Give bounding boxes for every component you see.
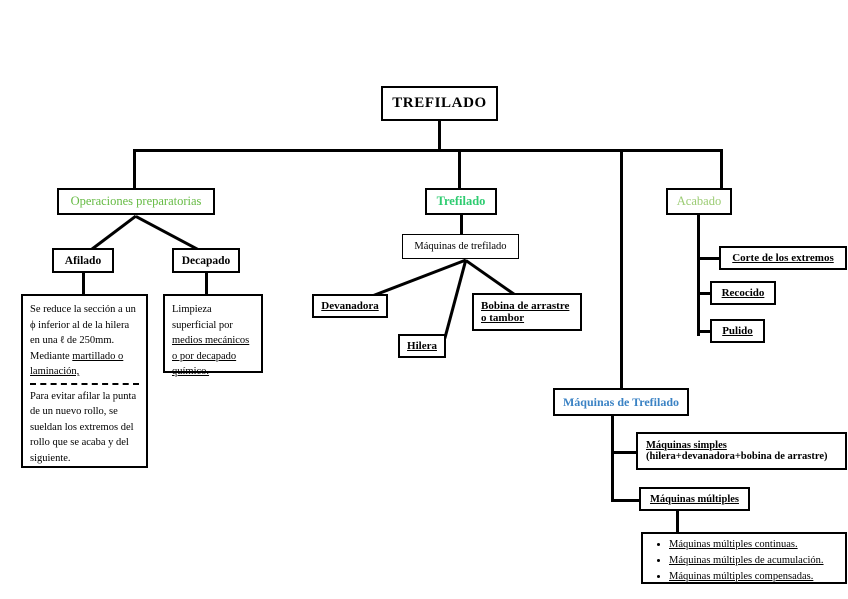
text-decapado-description: Limpieza superficial por medios mecánico…: [163, 294, 263, 377]
node-trefilado-root[interactable]: TREFILADO: [381, 86, 498, 121]
node-recocido-label: Recocido: [721, 287, 765, 299]
node-trefilado-root-label: TREFILADO: [392, 95, 487, 111]
node-hilera-label: Hilera: [407, 340, 437, 352]
node-maquinas-de-trefilado-label: Máquinas de trefilado: [414, 241, 507, 252]
node-devanadora-label: Devanadora: [321, 300, 379, 312]
node-decapado[interactable]: Decapado: [172, 248, 240, 273]
text-afilado-part1: Se reduce la sección a un ϕ inferior al …: [30, 304, 136, 377]
connector-maq-to-simples: [611, 451, 638, 454]
node-afilado[interactable]: Afilado: [52, 248, 114, 273]
node-recocido[interactable]: Recocido: [710, 281, 776, 305]
divider-dashed: [30, 382, 139, 385]
connector-acabado-to-corte: [697, 257, 721, 260]
connector-root-stem: [438, 121, 441, 151]
text-afilado-part2: Para evitar afilar la punta de un nuevo …: [30, 390, 137, 464]
connector-maq-main-spine: [611, 416, 614, 501]
text-afilado-description: Se reduce la sección a un ϕ inferior al …: [21, 294, 148, 468]
node-corte-de-los-extremos[interactable]: Corte de los extremos: [719, 246, 847, 270]
connector-acabado-to-recocido: [697, 292, 711, 295]
node-bobina-de-arrastre[interactable]: Bobina de arrastre o tambor: [472, 293, 582, 331]
node-operaciones-preparatorias[interactable]: Operaciones preparatorias: [57, 188, 215, 215]
node-maquinas-de-trefilado-main[interactable]: Máquinas de Trefilado: [553, 388, 689, 416]
node-bobina-de-arrastre-line2: o tambor: [481, 312, 525, 324]
node-operaciones-preparatorias-label: Operaciones preparatorias: [70, 194, 202, 208]
node-corte-de-los-extremos-label: Corte de los extremos: [732, 252, 834, 264]
connector-drop-maquinas-trefilado: [620, 149, 623, 388]
node-maquinas-simples-line2: (hilera+devanadora+bobina de arrastre): [646, 451, 828, 462]
node-pulido-label: Pulido: [722, 325, 753, 337]
list-item: Máquinas múltiples de acumulación.: [669, 553, 841, 569]
connector-acabado-spine: [697, 215, 700, 336]
connector-decapado-stem: [205, 273, 208, 295]
node-acabado-branch-label: Acabado: [676, 194, 722, 208]
connector-drop-acabado: [720, 149, 723, 188]
node-acabado-branch[interactable]: Acabado: [666, 188, 732, 215]
connector-acabado-to-pulido: [697, 330, 711, 333]
connector-maq-to-hilera: [443, 259, 468, 339]
list-maquinas-multiples: Máquinas múltiples continuas. Máquinas m…: [641, 532, 847, 584]
node-trefilado-branch-label: Trefilado: [436, 194, 486, 208]
connector-multiples-stem: [676, 511, 679, 533]
connector-maq-to-multiples: [611, 499, 641, 502]
node-pulido[interactable]: Pulido: [710, 319, 765, 343]
node-maquinas-de-trefilado-main-label: Máquinas de Trefilado: [562, 394, 680, 409]
list-item: Máquinas múltiples compensadas.: [669, 569, 841, 585]
connector-operaciones-to-decapado: [135, 215, 203, 253]
connector-afilado-stem: [82, 273, 85, 295]
node-maquinas-multiples[interactable]: Máquinas múltiples: [639, 487, 750, 511]
connector-trefilado-stem: [460, 215, 463, 235]
node-maquinas-simples[interactable]: Máquinas simples (hilera+devanadora+bobi…: [636, 432, 847, 470]
connector-drop-operaciones: [133, 149, 136, 188]
connector-operaciones-to-afilado: [90, 215, 137, 251]
connector-main-bus: [133, 149, 722, 152]
node-afilado-label: Afilado: [64, 254, 102, 267]
node-maquinas-simples-line1: Máquinas simples: [646, 440, 727, 451]
node-decapado-label: Decapado: [181, 254, 231, 267]
node-devanadora[interactable]: Devanadora: [312, 294, 388, 318]
node-bobina-de-arrastre-line1: Bobina de arrastre: [481, 300, 570, 312]
maquinas-multiples-bullets: Máquinas múltiples continuas. Máquinas m…: [647, 537, 841, 585]
node-trefilado-branch[interactable]: Trefilado: [425, 188, 497, 215]
connector-drop-trefilado: [458, 149, 461, 188]
node-hilera[interactable]: Hilera: [398, 334, 446, 358]
node-maquinas-de-trefilado[interactable]: Máquinas de trefilado: [402, 234, 519, 259]
node-maquinas-multiples-label: Máquinas múltiples: [650, 493, 739, 505]
list-item: Máquinas múltiples continuas.: [669, 537, 841, 553]
